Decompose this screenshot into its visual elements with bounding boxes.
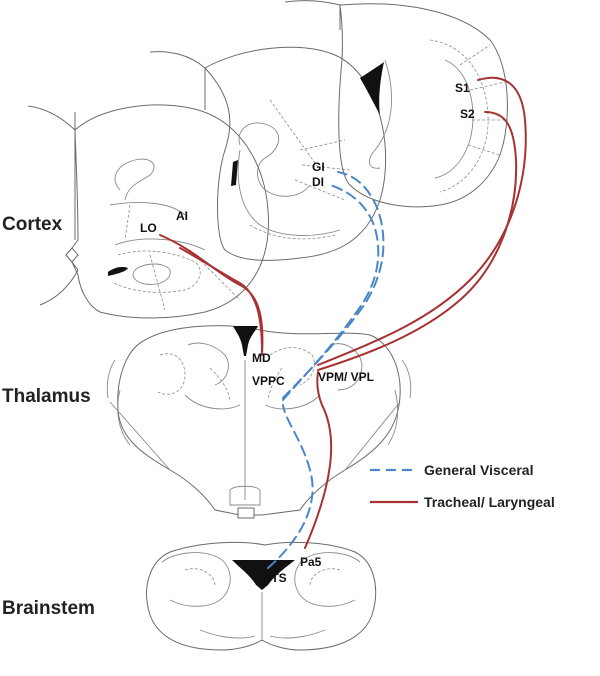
pathway-nts-to-vpfc [267,404,314,569]
pathway-vpfc-to-gi [282,171,385,399]
nucleus-label-vpfc: VPPC [252,374,285,388]
nucleus-label-lo: LO [140,221,157,235]
cortex-section-caudal [284,0,508,208]
nucleus-label-pa5: Pa5 [300,555,322,569]
legend-general-visceral-label: General Visceral [424,462,533,478]
nucleus-label-s2: S2 [460,107,475,121]
brainstem-section [146,541,377,651]
thalamus-label: Thalamus [2,386,91,407]
nucleus-label-gi: GI [312,160,325,174]
cortex-section-middle [149,46,387,261]
nucleus-label-nts: nTS [264,571,287,585]
thalamus-section [106,325,412,519]
nucleus-label-md: MD [252,351,271,365]
pathway-md-to-lo [159,234,264,356]
cortex-section-rostral [27,104,269,319]
brainstem-label: Brainstem [2,598,95,619]
tracheal-laryngeal-pathways [159,76,527,549]
pathway-vpm-to-s2 [317,111,518,371]
nucleus-label-di: DI [312,175,324,189]
pathway-pa5-to-vpm [304,371,333,549]
cortex-label: Cortex [2,214,63,235]
general-visceral-pathways [267,171,385,569]
legend-tracheal-laryngeal-label: Tracheal/ Laryngeal [424,494,555,510]
nucleus-label-vpm-vpl: VPM/ VPL [318,370,374,384]
nucleus-label-ai: AI [176,209,188,223]
nucleus-label-s1: S1 [455,81,470,95]
pathway-vpfc-to-di [282,184,380,401]
pathway-md-to-ai [179,247,263,353]
legend: General Visceral Tracheal/ Laryngeal [370,462,555,510]
